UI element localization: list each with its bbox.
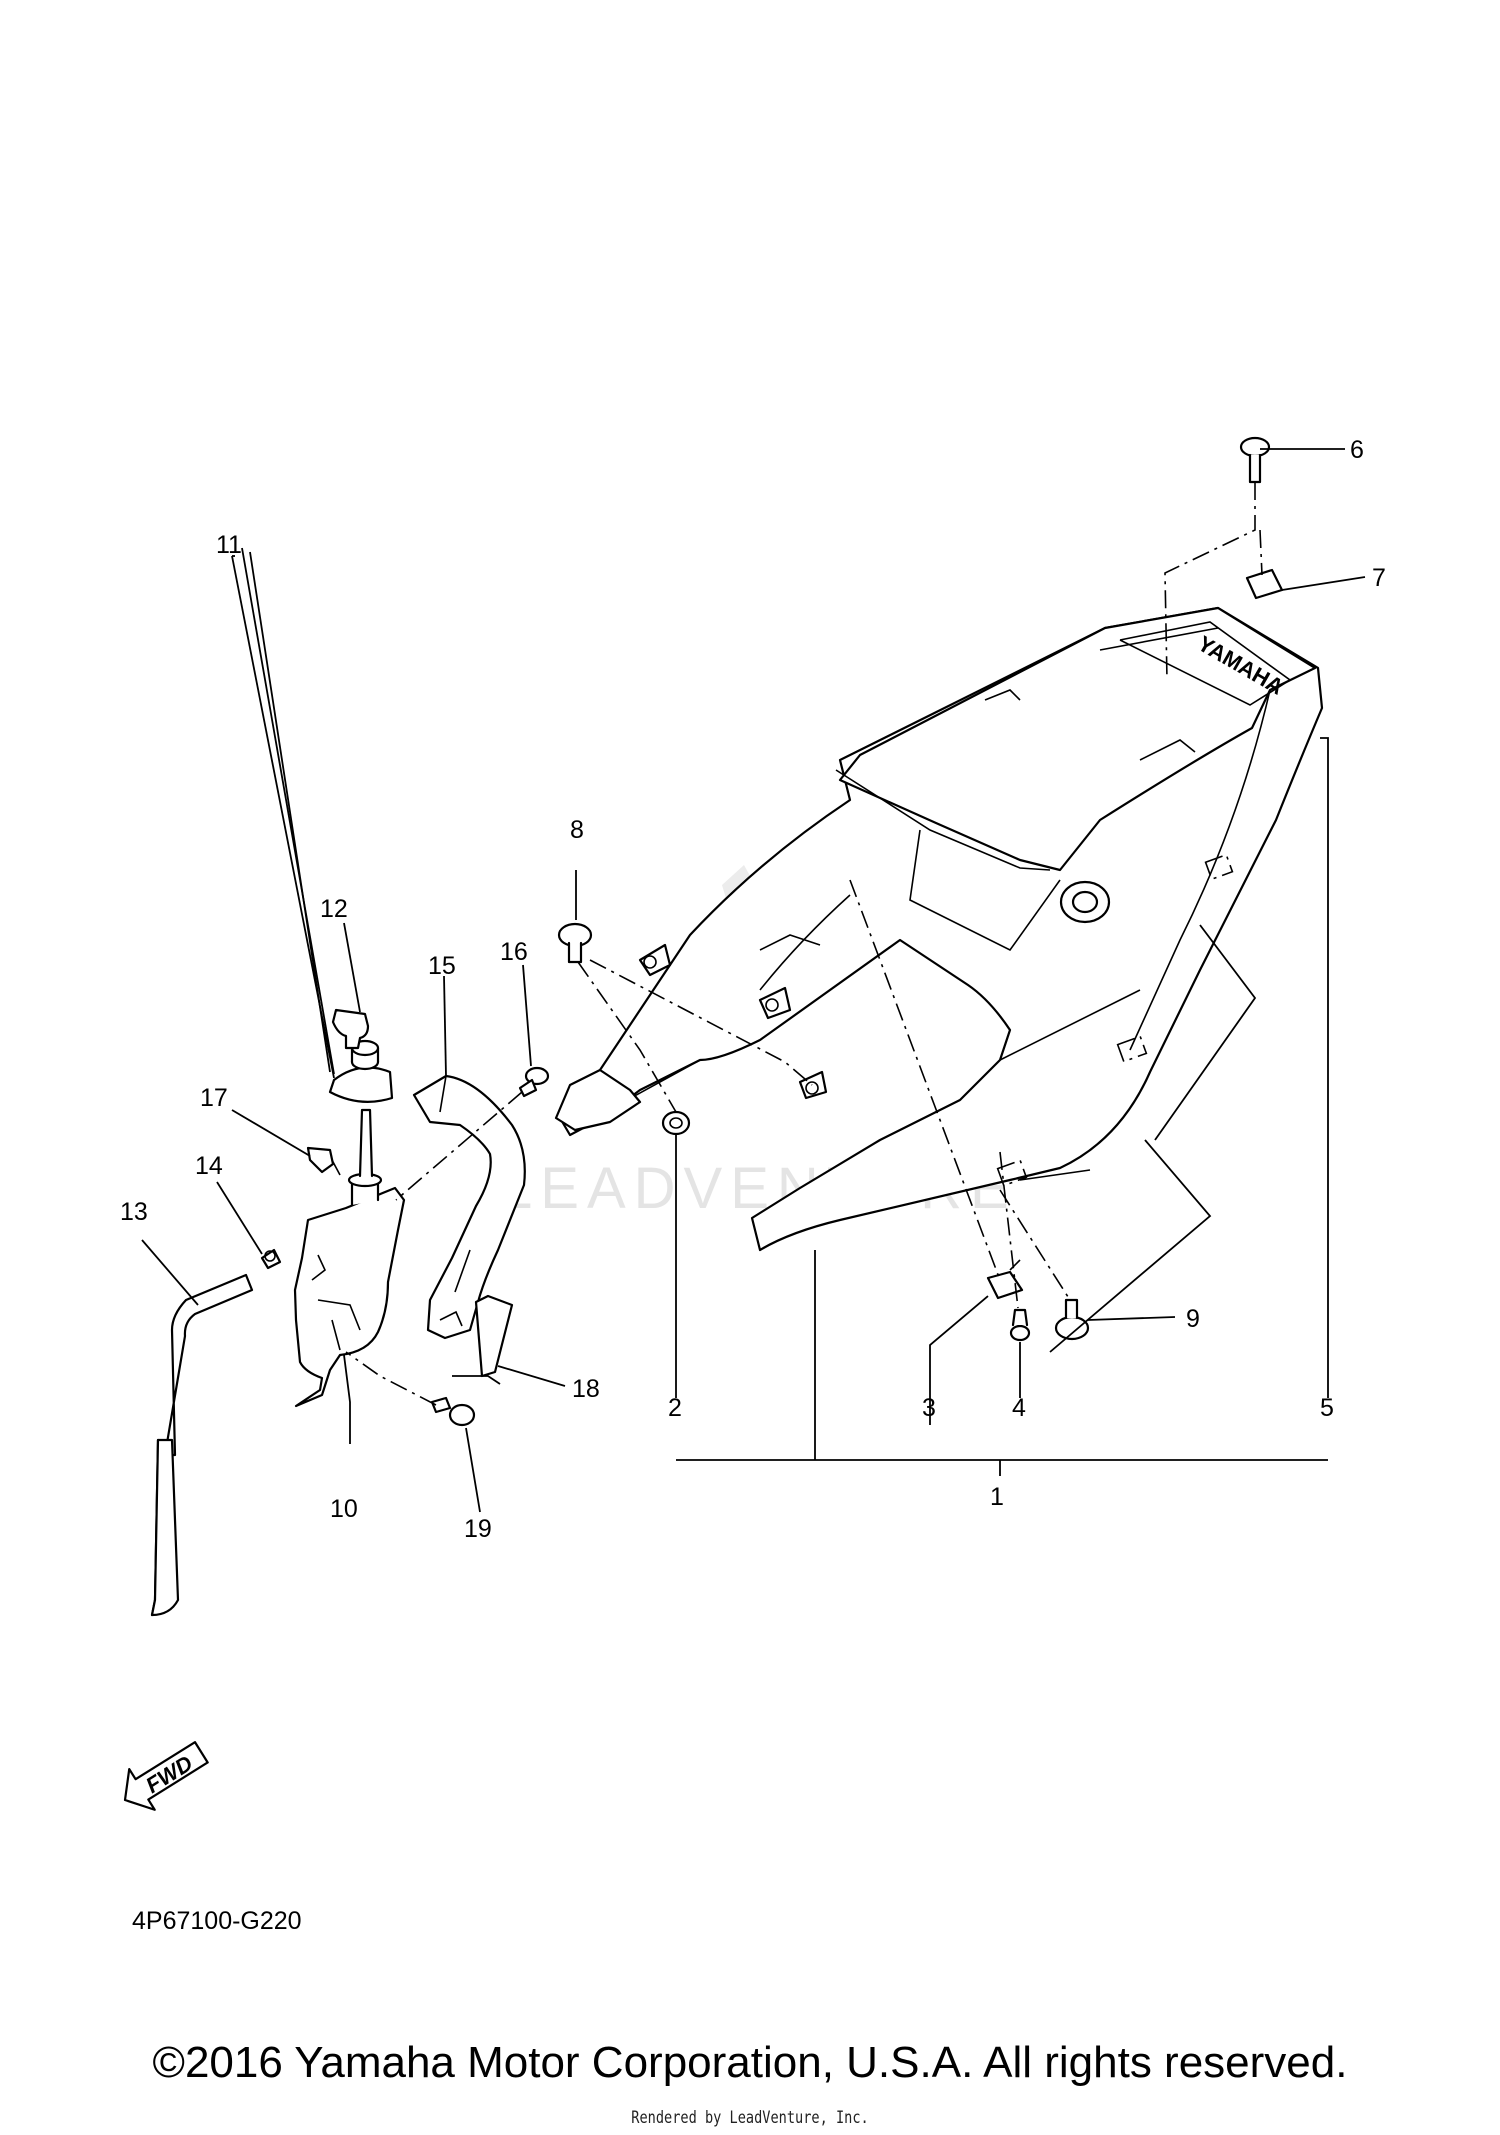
nut-part-7 (1245, 568, 1284, 600)
callout-9: 9 (1186, 1305, 1200, 1333)
fwd-arrow: FWD (123, 1741, 209, 1811)
rendered-by-credit: Rendered by LeadVenture, Inc. (631, 2108, 869, 2128)
screw-part-6 (1239, 436, 1271, 484)
callout-18: 18 (572, 1375, 600, 1403)
callout-numbers: 1 2 3 4 5 6 7 8 9 10 11 12 13 14 15 16 1… (120, 436, 1386, 1543)
callout-7: 7 (1372, 564, 1386, 592)
seat-cowl-assembly: YAMAHA (554, 606, 1324, 1252)
callout-2: 2 (668, 1394, 682, 1422)
reservoir-tank (293, 1186, 406, 1408)
bolt-part-9 (1054, 1298, 1090, 1341)
clip-part-3 (986, 1270, 1024, 1300)
callout-16: 16 (500, 938, 528, 966)
callout-13: 13 (120, 1198, 148, 1226)
callout-17: 17 (200, 1084, 228, 1112)
leader-lines-c (141, 964, 566, 1513)
callout-14: 14 (195, 1152, 223, 1180)
fastener-axis-lines (577, 482, 1263, 1309)
reservoir-assembly (150, 1008, 550, 1617)
diagram-code: 4P67100-G220 (132, 1907, 302, 1935)
reservoir-bracket (412, 1074, 526, 1340)
leader-lines (231, 448, 1366, 1476)
seat-cowl-tray (838, 606, 1317, 872)
leader-lines-b (241, 547, 335, 1075)
callout-3: 3 (922, 1394, 936, 1422)
callout-11: 11 (216, 531, 242, 559)
callout-8: 8 (570, 816, 584, 844)
callout-4: 4 (1012, 1394, 1026, 1422)
callout-12: 12 (320, 895, 348, 923)
callout-5: 5 (1320, 1394, 1334, 1422)
rubber-strip (474, 1294, 514, 1378)
callout-6: 6 (1350, 436, 1364, 464)
screw-part-8 (557, 922, 593, 964)
overflow-hose (163, 1273, 254, 1457)
callout-15: 15 (428, 952, 456, 980)
callout-1: 1 (990, 1483, 1004, 1511)
callout-10: 10 (330, 1495, 358, 1523)
copyright-notice: ©2016 Yamaha Motor Corporation, U.S.A. A… (152, 2038, 1348, 2087)
rivet-part-4 (1009, 1308, 1031, 1342)
grommet (661, 1110, 691, 1136)
callout-19: 19 (464, 1515, 492, 1543)
